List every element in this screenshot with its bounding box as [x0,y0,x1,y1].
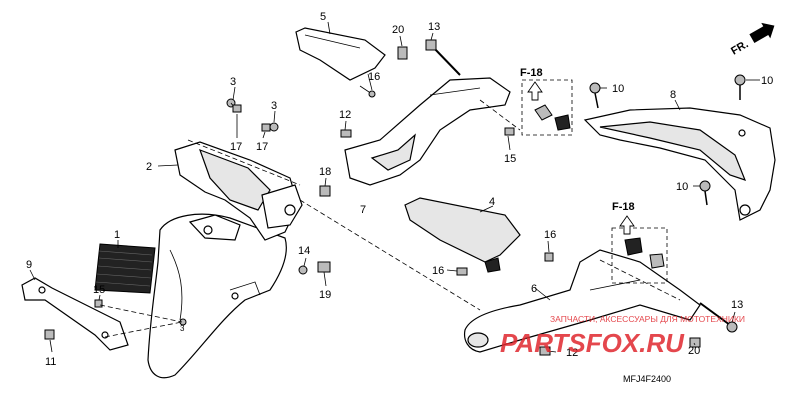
part-label-20a: 20 [392,24,404,36]
bolt-13a [425,39,461,76]
screw-10b [734,74,746,100]
part-label-13a: 13 [428,21,440,33]
watermark: ЗАПЧАСТИ, АКСЕССУАРЫ ДЛЯ МОТОТЕХНИКИ PAR… [500,314,745,358]
bolt-11 [44,329,55,340]
part-label-18: 18 [319,166,331,178]
ref-f18-lower: F-18 [612,201,635,235]
bolt-3b [269,122,279,132]
tail-cowl-part [583,107,776,221]
part-label-3a: 3 [230,76,236,88]
watermark-brand: PARTSFOX.RU [500,328,685,358]
part-label-10a: 10 [612,83,624,95]
grommet-upper [521,79,573,136]
screw-16b [456,267,468,276]
upper-cover-part [295,27,386,81]
part-label-13b: 13 [731,299,743,311]
collar-17b [261,123,271,132]
nut-18 [319,185,331,197]
part-label-9: 9 [26,259,32,271]
part-label-12b: 12 [566,347,578,359]
part-label-11: 11 [45,356,56,368]
leader-lines [29,21,760,353]
part-label-1: 1 [114,229,120,241]
diagram-code: MFJ4F2400 [623,374,671,384]
ref-f18-upper: F-18 [520,67,543,101]
screw-10c [699,180,711,206]
part-label-17b: 17 [256,141,268,153]
reflector-part [94,243,156,294]
screw-15a [504,127,515,136]
part-label-15a: 15 [504,153,516,165]
part-label-14: 14 [298,245,310,257]
license-stay-part [21,277,129,351]
nut-19 [317,261,331,273]
screw-10a [589,82,601,109]
side-cover-part [404,197,521,273]
part-label-15b: 15 [93,284,105,296]
ref-label-upper: F-18 [520,67,543,79]
bolt-20a [397,46,408,60]
part-labels: 1 2 3 3 3 4 5 6 7 8 9 10 10 10 11 12 12 … [26,11,773,368]
part-label-19: 19 [319,289,331,301]
part-label-16b: 16 [432,265,444,277]
inner-fender-part [174,141,303,241]
part-label-2: 2 [146,161,152,173]
screw-16a [359,85,376,98]
part-label-4: 4 [489,196,495,208]
collar-17a [232,104,242,113]
part-label-10c: 10 [676,181,688,193]
part-label-3b: 3 [271,100,277,112]
watermark-tagline: ЗАПЧАСТИ, АКСЕССУАРЫ ДЛЯ МОТОТЕХНИКИ [550,314,745,324]
bolt-20b [689,337,701,348]
part-label-10b: 10 [761,75,773,87]
screw-16c [544,252,554,262]
fasteners [44,39,746,356]
part-label-20b: 20 [688,345,700,357]
grommet-lower [611,227,668,284]
ref-label-lower: F-18 [612,201,635,213]
screw-12a [340,129,352,138]
nut-14 [298,265,308,275]
part-label-5: 5 [320,11,326,23]
front-direction-arrow: FR. [729,22,775,58]
part-label-3c: 3 [180,324,185,333]
bolt-13b [699,302,738,333]
rear-fender-part [147,213,287,379]
part-label-16c: 16 [544,229,556,241]
part-label-12a: 12 [339,109,351,121]
rail-bracket-part [344,77,511,186]
part-label-16a: 16 [368,71,380,83]
part-label-8: 8 [670,89,676,101]
part-label-7: 7 [360,204,366,216]
assembly-lines [99,99,681,338]
part-label-17a: 17 [230,141,242,153]
screw-15b [94,299,103,308]
lower-rail-part [463,249,701,353]
direction-label: FR. [729,38,750,57]
part-label-6: 6 [531,283,537,295]
